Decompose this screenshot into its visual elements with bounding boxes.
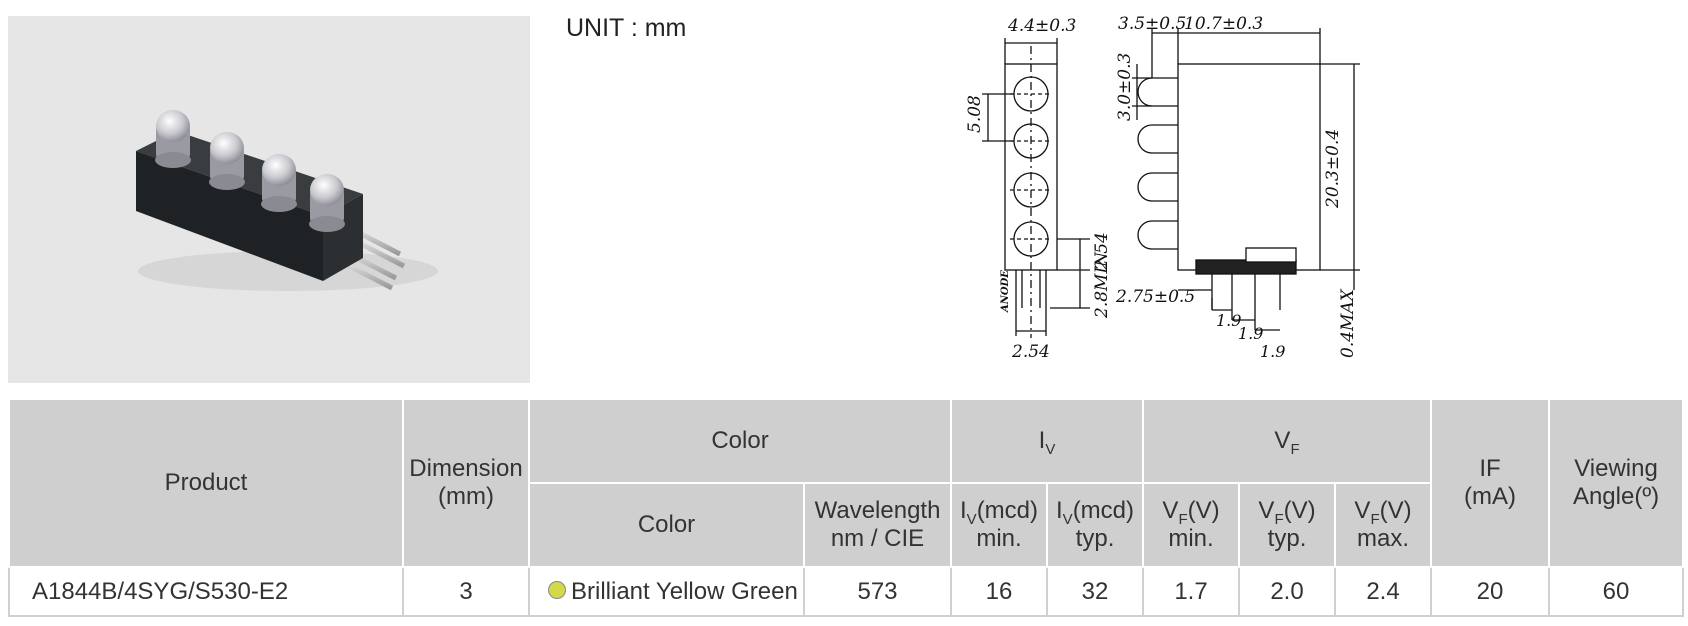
color-swatch-icon — [548, 581, 566, 600]
cell-iv-min: 16 — [950, 566, 1049, 617]
dim-lead-1: 1.9 — [1216, 311, 1241, 330]
unit-label: UNIT : mm — [566, 14, 687, 42]
header-dimension: Dimension(mm) — [402, 398, 530, 568]
dim-pin-pitch: 2.54 — [1011, 342, 1050, 362]
header-vf-group: VF — [1142, 398, 1433, 484]
dim-led-height: 3.0±0.3 — [1115, 53, 1135, 121]
dim-lead-2: 1.9 — [1238, 324, 1263, 343]
header-vf-min: VF(V)min. — [1142, 482, 1241, 568]
dim-front-width: 4.4±0.3 — [1007, 16, 1076, 36]
cell-if: 20 — [1430, 566, 1551, 617]
header-product: Product — [8, 398, 404, 568]
cell-vf-max: 2.4 — [1334, 566, 1433, 617]
dim-lead-3: 1.9 — [1260, 342, 1285, 361]
cell-iv-typ: 32 — [1046, 566, 1145, 617]
dimension-drawing: 4.4±0.3 5.08 2.54 2.8MIN 2.54 ANODE 3.5±… — [940, 8, 1380, 368]
header-iv-typ: IV(mcd)typ. — [1046, 482, 1145, 568]
cell-vf-typ: 2.0 — [1238, 566, 1337, 617]
cell-color: Brilliant Yellow Green — [528, 566, 805, 617]
dim-side-a: 3.5±0.5 — [1118, 14, 1186, 34]
header-iv-min: IV(mcd)min. — [950, 482, 1049, 568]
anode-label: ANODE — [1000, 270, 1011, 313]
dim-max-offset: 0.4MAX — [1338, 288, 1358, 358]
dim-pin-min: 2.8MIN — [1092, 251, 1112, 319]
dim-base-offset: 2.75±0.5 — [1115, 287, 1195, 307]
header-vf-typ: VF(V)typ. — [1238, 482, 1337, 568]
header-vf-max: VF(V)max. — [1334, 482, 1433, 568]
cell-wavelength: 573 — [802, 566, 953, 617]
header-iv-group: IV — [950, 398, 1145, 484]
dim-pin-offset: 2.54 — [1092, 232, 1112, 271]
dim-side-b: 10.7±0.3 — [1184, 14, 1263, 34]
header-if: IF(mA) — [1430, 398, 1551, 568]
table-row: A1844B/4SYG/S530-E2 3 Brilliant Yellow G… — [8, 566, 1685, 617]
cell-viewing-angle: 60 — [1548, 566, 1685, 617]
cell-vf-min: 1.7 — [1142, 566, 1241, 617]
dim-pitch: 5.08 — [965, 95, 985, 133]
spec-table: Product Dimension(mm) Color IV VF IF(mA)… — [8, 398, 1685, 617]
cell-product: A1844B/4SYG/S530-E2 — [8, 566, 404, 617]
header-color-group: Color — [527, 398, 953, 484]
header-color: Color — [528, 482, 805, 568]
dim-body-height: 20.3±0.4 — [1323, 129, 1343, 209]
product-photo — [8, 16, 530, 383]
cell-dimension: 3 — [402, 566, 530, 617]
